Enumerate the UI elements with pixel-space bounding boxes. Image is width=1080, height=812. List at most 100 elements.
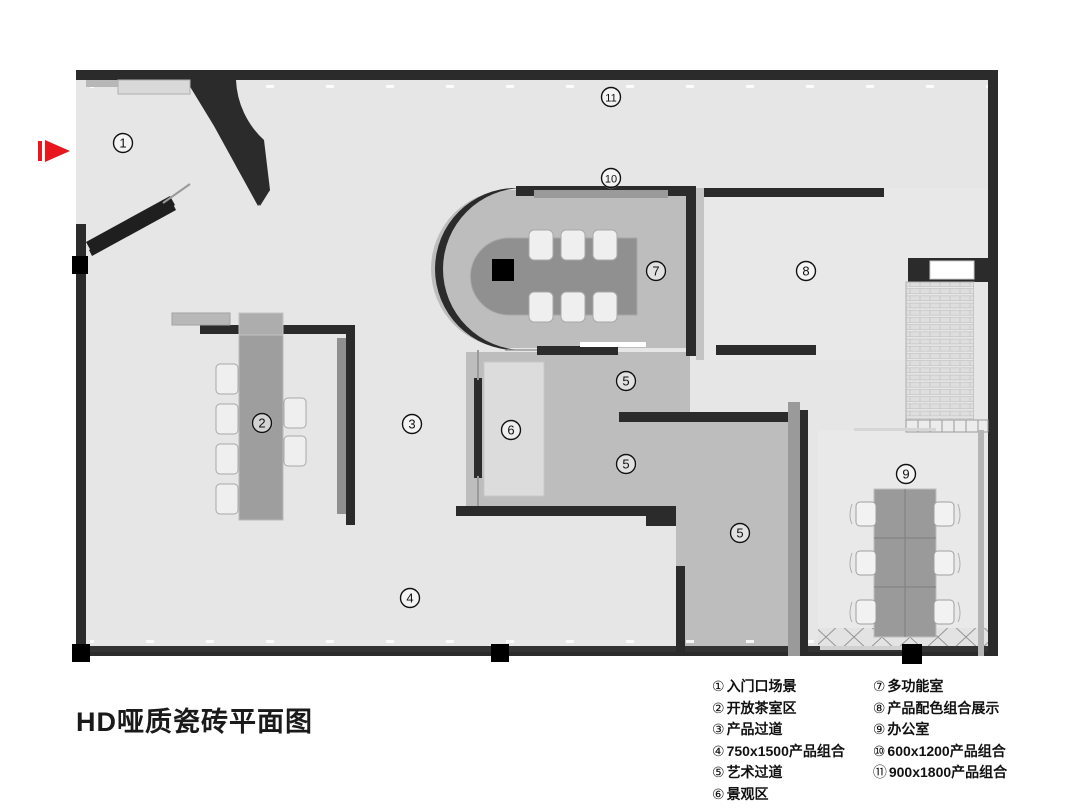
area-marker-5: 5 — [729, 522, 751, 544]
area-marker-11: 11 — [600, 86, 622, 108]
legend-number: ⑪ — [872, 764, 887, 780]
legend-item: ⑧ 产品配色组合展示 — [873, 698, 1007, 719]
area-marker-number: 2 — [258, 416, 265, 431]
legend-number: ⑨ — [872, 721, 886, 737]
legend-label: 开放茶室区 — [726, 699, 797, 716]
area-marker-number: 8 — [802, 264, 809, 279]
legend-label: 多功能室 — [887, 678, 944, 694]
area-marker-number: 5 — [622, 457, 629, 472]
area-marker-halo — [251, 412, 273, 434]
area-marker-circle — [795, 260, 817, 282]
tea-chairs-left — [215, 363, 239, 515]
column-bottom-left — [72, 644, 90, 662]
wall-corridor-bottom — [456, 506, 676, 516]
area-marker-circle — [615, 370, 637, 392]
area-marker-5: 5 — [615, 370, 637, 392]
office-chair-arms — [849, 503, 961, 623]
area-marker-6: 6 — [500, 419, 522, 441]
office-chairs-right — [933, 501, 955, 625]
legend-item: ⑨ 办公室 — [873, 719, 1007, 740]
legend: ① 入门口场景 ② 开放茶室区 ③ 产品过道 ④ 750x1500产品组合 ⑤ … — [712, 676, 1007, 804]
legend-label: 600x1200产品组合 — [887, 742, 1006, 759]
area-marker-9: 9 — [895, 463, 917, 485]
area-marker-circle — [600, 167, 622, 189]
area-marker-number: 9 — [902, 467, 909, 482]
legend-number: ⑥ — [712, 785, 725, 802]
conference-chairs-bottom — [528, 291, 618, 323]
area-marker-halo — [795, 260, 817, 282]
office-chairs-left — [855, 501, 877, 625]
area-marker-4: 4 — [399, 587, 421, 609]
wall-corridor-inner-vert — [676, 566, 685, 656]
legend-number: ④ — [712, 742, 725, 759]
area-marker-circle — [895, 463, 917, 485]
legend-column-right: ⑦ 多功能室 ⑧ 产品配色组合展示 ⑨ 办公室 ⑩ 600x1200产品组合 ⑪… — [873, 676, 1007, 804]
area-marker-number: 6 — [507, 423, 514, 438]
legend-label: 入门口场景 — [726, 678, 797, 694]
wall-top — [76, 70, 998, 80]
office-group — [849, 430, 984, 656]
column-left — [72, 256, 88, 274]
wall-area8-top — [704, 188, 884, 197]
legend-number: ① — [712, 678, 725, 694]
legend-item: ④ 750x1500产品组合 — [712, 741, 845, 762]
legend-label: 景观区 — [726, 785, 769, 802]
wall-corridor-mid-right — [619, 412, 796, 422]
area-marker-circle — [399, 587, 421, 609]
area-marker-number: 3 — [408, 417, 415, 432]
legend-item: ① 入门口场景 — [712, 676, 845, 697]
area-marker-halo — [645, 260, 667, 282]
wall-bottom-band — [86, 646, 988, 652]
legend-item: ③ 产品过道 — [712, 719, 845, 740]
tea-table-head — [238, 312, 284, 336]
legend-item: ⑦ 多功能室 — [873, 676, 1007, 697]
legend-item: ⑤ 艺术过道 — [712, 762, 845, 783]
wall-area8-left — [696, 188, 704, 360]
area-marker-3: 3 — [401, 413, 423, 435]
tea-chairs-right — [283, 397, 307, 467]
wall-corridor-right-vert — [788, 402, 800, 656]
tile-rack-header-panel — [929, 260, 975, 280]
area-marker-7: 7 — [645, 260, 667, 282]
legend-label: 办公室 — [887, 721, 930, 737]
wall-room7-right — [686, 186, 696, 356]
area-marker-circle — [729, 522, 751, 544]
baseline-area8-lower — [854, 428, 936, 431]
area8-group — [696, 188, 996, 433]
column-bottom-right — [902, 644, 922, 664]
wall-tearoom-right-inner — [337, 338, 346, 514]
area-marker-circle — [645, 260, 667, 282]
legend-label: 产品配色组合展示 — [887, 699, 1000, 716]
display-room7-bottom — [580, 342, 646, 347]
legend-label: 750x1500产品组合 — [726, 742, 845, 759]
area-marker-halo — [615, 453, 637, 475]
legend-number: ② — [712, 699, 725, 716]
area-marker-number: 5 — [622, 374, 629, 389]
tile-rack-slats — [905, 281, 975, 421]
office-desk-dividers — [874, 489, 936, 637]
display-room7-top — [534, 190, 668, 198]
legend-label: 艺术过道 — [726, 764, 783, 780]
entry-door-leaf-inner — [89, 204, 176, 256]
area-marker-number: 11 — [605, 93, 616, 105]
area-marker-halo — [600, 167, 622, 189]
area-marker-halo — [729, 522, 751, 544]
area-marker-5: 5 — [615, 453, 637, 475]
display-shelf-top-left-box — [117, 79, 191, 95]
wall-corridor-right-dark — [800, 410, 808, 656]
misc-fixtures — [171, 312, 902, 650]
area-marker-circle — [112, 132, 134, 154]
red-arrow-entry-marker — [38, 140, 70, 162]
area-marker-circle — [251, 412, 273, 434]
wall-room7-bottom — [537, 346, 618, 355]
area-marker-number: 1 — [119, 136, 126, 151]
legend-item: ⑪ 900x1800产品组合 — [873, 762, 1007, 783]
area-marker-circle — [500, 419, 522, 441]
curved-partition-tail — [236, 150, 270, 206]
tile-joint-hints — [90, 85, 990, 643]
area-marker-halo — [895, 463, 917, 485]
legend-number: ③ — [712, 721, 725, 737]
entry-door-leaf — [86, 196, 175, 251]
entry-door-swing-line — [162, 183, 191, 204]
